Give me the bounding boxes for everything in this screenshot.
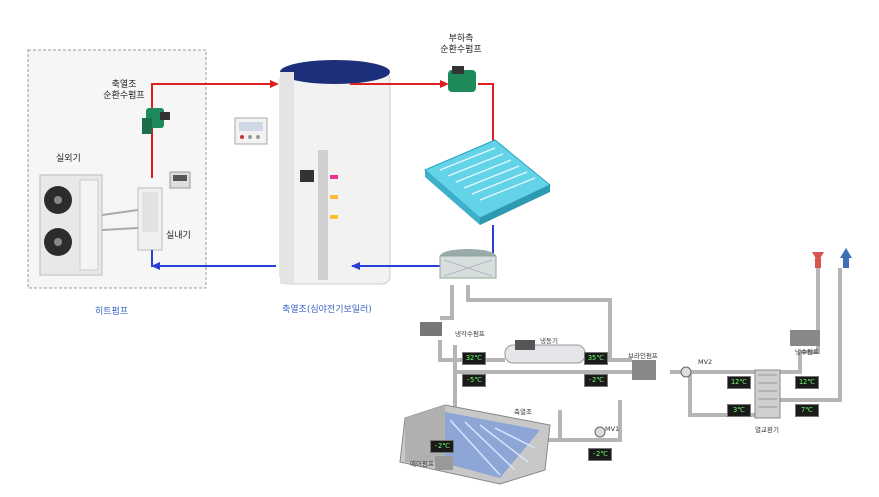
valve-mv1-icon xyxy=(594,426,606,438)
heat-exchanger-label: 열교환기 xyxy=(755,426,779,434)
cooling-pump-icon xyxy=(420,322,442,336)
cooling-pump-label: 냉각수펌프 xyxy=(455,330,485,338)
heat-pump-label: 히트펌프 xyxy=(95,307,129,317)
mv1-label: MV1 xyxy=(605,425,620,433)
temp-display-1: 32℃ xyxy=(462,352,486,365)
outdoor-unit-icon xyxy=(39,174,103,276)
temp-display-3: 35℃ xyxy=(584,352,608,365)
chilled-pump-label: 냉수펌프 xyxy=(795,348,819,356)
temp-display-8: 7℃ xyxy=(795,404,819,417)
chiller-label: 냉동기 xyxy=(540,337,558,345)
mv2-label: MV2 xyxy=(698,358,713,366)
temp-display-7: 3℃ xyxy=(727,404,751,417)
brine-pump-label: 브라인펌프 xyxy=(628,352,658,360)
valve-mv2-icon xyxy=(680,366,692,378)
temp-display-2: -5℃ xyxy=(462,374,486,387)
outflow-arrow-icon xyxy=(812,252,824,262)
load-pump-label: 부하측 순환수펌프 xyxy=(440,34,482,55)
temp-display-4: -2℃ xyxy=(584,374,608,387)
chilled-pump-icon xyxy=(790,330,820,346)
brine-pump-icon xyxy=(632,360,656,380)
floor-heating-panel-icon xyxy=(424,139,551,225)
storage-pump-icon xyxy=(142,108,170,134)
temp-display-6: 12℃ xyxy=(795,376,819,389)
inflow-arrow-icon xyxy=(840,248,852,258)
heat-exchanger-icon xyxy=(754,369,781,419)
temp-display-9: -2℃ xyxy=(430,440,454,453)
indoor-unit-icon xyxy=(137,187,163,251)
indoor-unit-label: 실내기 xyxy=(166,231,191,241)
air-pump-icon xyxy=(435,456,453,470)
outdoor-unit-label: 실외기 xyxy=(56,154,81,164)
plant-schematic xyxy=(399,248,852,485)
storage-tank-icon xyxy=(279,60,391,285)
ice-storage-tank-icon xyxy=(399,404,551,485)
load-pump-icon xyxy=(448,66,476,92)
temp-display-10: -2℃ xyxy=(588,448,612,461)
storage-pump-label: 축열조 순환수펌프 xyxy=(103,80,145,101)
hot-pipe-left xyxy=(151,83,270,178)
temp-display-5: 12℃ xyxy=(727,376,751,389)
cooling-tower-icon xyxy=(439,249,497,279)
control-panel-icon xyxy=(234,117,268,145)
air-pump-label: 에어펌프 xyxy=(410,460,434,468)
storage-boiler-label: 축열조(심야전기보일러) xyxy=(282,305,372,315)
ice-storage-label: 축열조 xyxy=(514,408,532,416)
